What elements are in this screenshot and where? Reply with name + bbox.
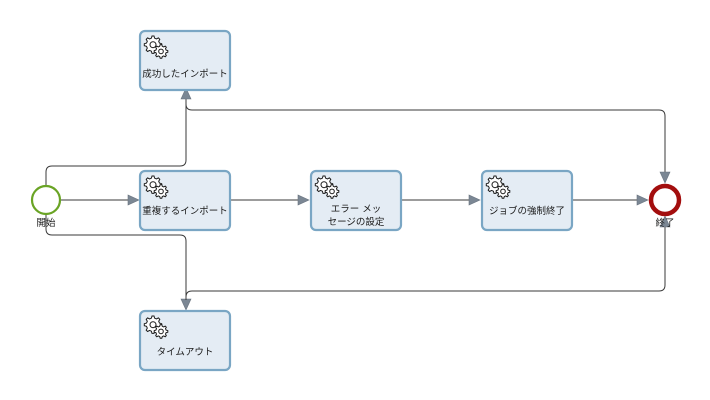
arrowhead xyxy=(659,215,671,228)
start-event-circle[interactable] xyxy=(30,184,62,216)
task-label: ジョブの強制終了 xyxy=(489,205,565,217)
arrowhead xyxy=(297,194,310,206)
arrowhead xyxy=(180,298,192,311)
task-import-success[interactable]: 成功したインポート xyxy=(138,29,232,92)
start-event[interactable]: 開始 xyxy=(30,184,62,229)
task-label-line2: セージの設定 xyxy=(328,216,385,228)
flow-start-to-timeout[interactable] xyxy=(45,214,187,300)
end-event-label: 終了 xyxy=(655,217,674,229)
flow-start-to-success[interactable] xyxy=(45,92,187,186)
task-label: 重複するインポート xyxy=(142,205,228,217)
arrowhead xyxy=(127,194,140,206)
flow-timeout-to-end[interactable] xyxy=(185,226,666,300)
arrowhead xyxy=(468,194,481,206)
end-event-circle[interactable] xyxy=(648,183,682,217)
task-label-line1: エラー メッ xyxy=(331,204,382,215)
task-set-error-message[interactable]: エラー メッ セージの設定 xyxy=(309,169,403,232)
task-timeout[interactable]: タイムアウト xyxy=(138,309,232,372)
arrowhead xyxy=(636,194,649,206)
arrowhead xyxy=(659,171,671,184)
task-label: タイムアウト xyxy=(157,347,214,358)
task-force-end-job[interactable]: ジョブの強制終了 xyxy=(480,169,574,232)
task-import-duplicate[interactable]: 重複するインポート xyxy=(138,169,232,232)
task-label: 成功したインポート xyxy=(142,68,228,80)
arrowhead xyxy=(180,87,192,100)
start-event-label: 開始 xyxy=(36,217,56,229)
flow-success-to-end[interactable] xyxy=(185,103,666,172)
end-event[interactable]: 終了 xyxy=(648,183,682,229)
